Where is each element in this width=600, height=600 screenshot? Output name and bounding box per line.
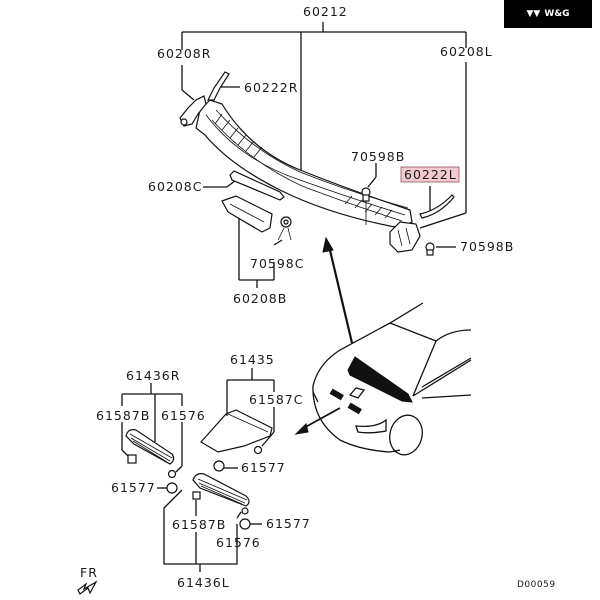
label-60208L: 60208L <box>440 44 493 59</box>
label-61436L: 61436L <box>177 575 230 590</box>
clip-61587B-l <box>192 491 201 500</box>
label-61576-r: 61576 <box>161 408 206 423</box>
clip-70598B-right <box>425 242 435 256</box>
label-61577-right: 61577 <box>266 516 311 531</box>
brand-text: W&G <box>544 9 570 19</box>
clip-61587B-r <box>127 454 137 464</box>
highlight-60222L <box>400 166 460 183</box>
leader-lines-61436R <box>121 383 183 473</box>
label-61435: 61435 <box>230 352 275 367</box>
label-60208B: 60208B <box>233 291 287 306</box>
label-60208C: 60208C <box>148 179 203 194</box>
clip-70598B-top <box>361 187 371 225</box>
nut-61587C <box>253 445 263 455</box>
diagram-code: D00059 <box>517 580 556 590</box>
nut-61577-right <box>239 518 262 530</box>
label-70598B-right: 70598B <box>460 239 514 254</box>
label-61587B-l: 61587B <box>172 517 226 532</box>
label-61587B-r: 61587B <box>96 408 150 423</box>
label-60208R: 60208R <box>157 46 211 61</box>
part-60208R <box>179 95 207 127</box>
front-direction-indicator: FR <box>77 565 98 595</box>
part-60222L <box>419 194 455 219</box>
label-61577-left: 61577 <box>111 480 156 495</box>
part-60222R <box>207 71 230 101</box>
part-60208C <box>229 170 285 201</box>
fr-label: FR <box>80 565 98 580</box>
pointer-arrow-cowl <box>322 236 354 344</box>
nut-61577-mid <box>213 460 238 472</box>
washer-61576-l <box>241 507 249 515</box>
label-61576-l: 61576 <box>216 535 261 550</box>
washer-61576-r <box>167 469 177 479</box>
label-61436R: 61436R <box>126 368 180 383</box>
callout-labels: 60212 60208R 60208L 60222R 70598B 60222L… <box>96 4 556 590</box>
brand-badge: ▼▼ W&G <box>504 0 592 28</box>
label-70598C: 70598C <box>250 256 305 271</box>
wg-logo-icon: ▼▼ <box>526 9 541 19</box>
part-61436L <box>192 473 250 507</box>
clip-70598C <box>277 216 292 241</box>
front-arrow-icon <box>77 580 98 595</box>
cowl-top-panel <box>195 99 413 229</box>
leader-lines-61436L <box>163 489 242 572</box>
label-61587C: 61587C <box>249 392 304 407</box>
leader-lines-61435 <box>226 368 275 447</box>
label-70598B-top: 70598B <box>351 149 405 164</box>
part-61435 <box>200 409 273 453</box>
label-60222L: 60222L <box>404 167 457 182</box>
label-60212: 60212 <box>303 4 348 19</box>
part-60208B <box>221 195 273 233</box>
part-60208L <box>389 221 421 253</box>
car-illustration <box>312 302 472 456</box>
label-60222R: 60222R <box>244 80 298 95</box>
label-61577-mid: 61577 <box>241 460 286 475</box>
part-61436R <box>125 429 175 465</box>
nut-61577-left <box>157 482 178 494</box>
pointer-arrow-vent <box>294 407 341 435</box>
